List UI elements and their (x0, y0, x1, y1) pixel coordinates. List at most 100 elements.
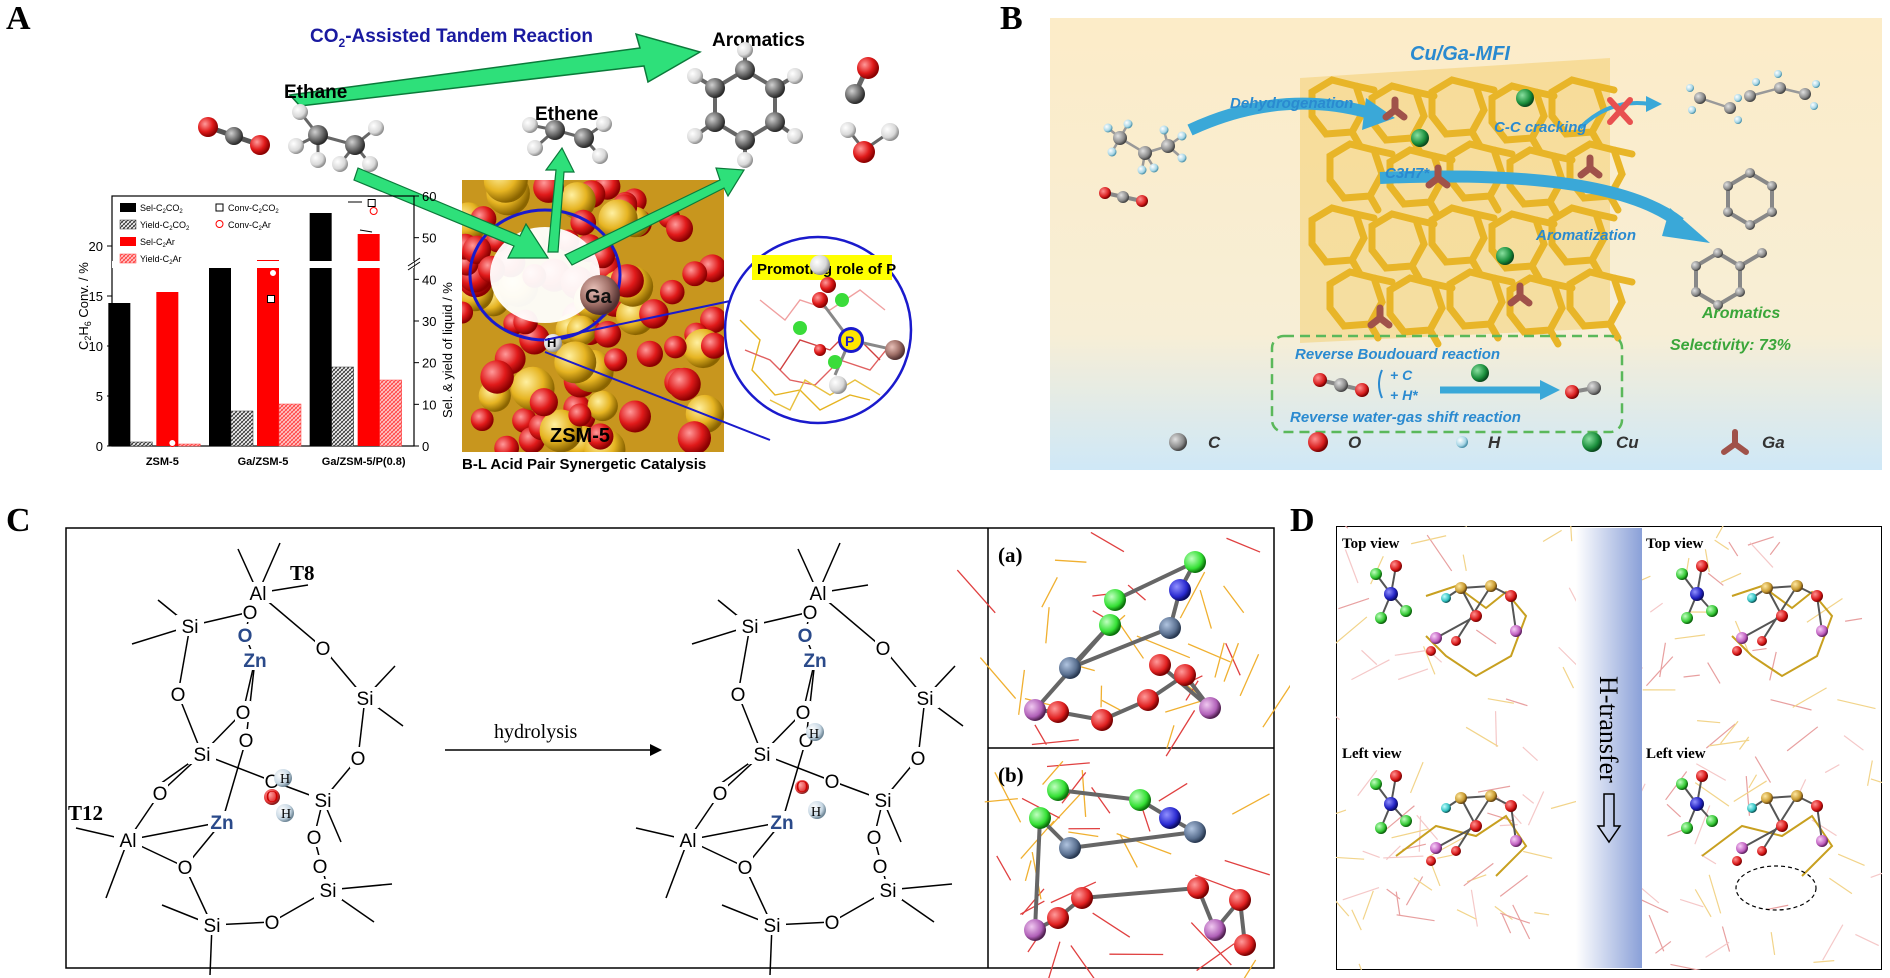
green-sphere-icon (1582, 432, 1602, 452)
label-left-view-left: Left view (1342, 746, 1402, 762)
bond-line (177, 625, 191, 695)
atom-o: O (867, 828, 882, 849)
framework-bond (1486, 192, 1502, 214)
framework-wire (1405, 876, 1424, 906)
bar-yield-c2ar (278, 403, 302, 447)
atom-bg (802, 601, 818, 622)
atom-sphere-icon (1059, 657, 1081, 679)
framework-ring (1326, 140, 1386, 202)
atom-o: O (265, 913, 280, 934)
framework-wire (1696, 763, 1727, 781)
axis-break (112, 261, 414, 268)
atom-sphere-icon (1091, 709, 1113, 731)
framework-wire (1396, 914, 1435, 922)
bar-yield-c2co2 (130, 441, 153, 447)
svg-text:Yield-C2CO2: Yield-C2CO2 (140, 220, 190, 232)
silicon-atom-icon (558, 182, 596, 219)
atom-bg (350, 747, 366, 768)
ga-site-icon (580, 275, 620, 315)
atom-sphere-icon (1761, 582, 1773, 594)
atom-sphere-icon (1430, 632, 1442, 644)
framework-ring (1446, 268, 1506, 330)
framework-bond (1606, 320, 1622, 342)
atom-bg (314, 879, 342, 900)
framework-wire (1018, 669, 1026, 715)
framework-wire (1824, 764, 1840, 774)
atom-sphere-icon (1505, 800, 1517, 812)
atom-sphere-icon (1776, 610, 1788, 622)
svg-text:Sel-C2Ar: Sel-C2Ar (140, 237, 175, 249)
y-tick-label-right: 0 (422, 439, 429, 454)
atom-sphere-icon (1104, 589, 1126, 611)
framework-wire (1655, 940, 1672, 954)
mfi-framework (1300, 58, 1636, 348)
atom-sphere-icon (1690, 797, 1704, 811)
framework-wire (1054, 559, 1087, 563)
framework-wire (1674, 634, 1706, 640)
atom-si: Si (357, 689, 374, 710)
atom-o: O (731, 685, 746, 706)
framework-ring (1386, 274, 1446, 336)
atom-bond (1033, 817, 1042, 931)
atom-sphere-icon (1169, 579, 1191, 601)
framework-wire (979, 657, 1017, 700)
arrow-aromatics-out-icon (564, 167, 746, 266)
chart-markers (168, 199, 378, 447)
atom-o: O (239, 731, 254, 752)
framework-wire (1739, 736, 1750, 750)
panel-a: CO2-Assisted Tandem Reaction Ethane Ethe… (76, 26, 913, 473)
framework-wire (1705, 941, 1730, 958)
atom-sphere-icon (1455, 582, 1467, 594)
atom-o: O (713, 784, 728, 805)
atom-bg (869, 789, 897, 810)
framework-wire (1024, 860, 1032, 882)
svg-text:Sel-C2CO2: Sel-C2CO2 (140, 203, 183, 215)
atom-sphere-icon (1736, 842, 1748, 854)
marker-conv-c2co2 (267, 295, 275, 303)
oxygen-atom-icon (480, 360, 514, 394)
framework-wire (1361, 649, 1378, 666)
label-cuga-mfi: Cu/Ga-MFI (1410, 43, 1510, 65)
framework-ring (1488, 82, 1548, 144)
atom-bg (152, 782, 168, 803)
propane-molecule-icon (1103, 119, 1187, 175)
framework-wire (1649, 602, 1663, 613)
label-ethene: Ethene (535, 104, 598, 125)
framework-wire (1394, 650, 1426, 656)
atom-sphere-icon (1681, 822, 1693, 834)
framework-wire (1362, 890, 1374, 920)
co2-molecule-icon (198, 117, 270, 155)
y-tick-label-right: 60 (422, 189, 436, 204)
framework-wire (1166, 725, 1175, 749)
atom-bg (312, 855, 328, 876)
framework-wire (1829, 877, 1853, 895)
label-plus-c: + C (1390, 367, 1413, 383)
framework-wire (1659, 642, 1667, 678)
panel-letter-c: C (6, 502, 31, 539)
framework-wire (1048, 941, 1061, 978)
framework-wire (1837, 853, 1865, 866)
atom-bg (351, 687, 379, 708)
atom-si: Si (880, 881, 897, 902)
atom-sphere-icon (1229, 889, 1251, 911)
legend-label-c: C (1208, 433, 1221, 452)
framework-wire (1708, 739, 1750, 747)
atom-sphere-icon (1732, 856, 1742, 866)
atom-sphere-icon (1199, 697, 1221, 719)
oxygen-atom-icon (664, 335, 687, 359)
atom-sphere-icon (1485, 790, 1497, 802)
oxygen-atom-icon (667, 367, 701, 401)
framework-wire (1127, 584, 1146, 601)
framework-wire (1344, 549, 1359, 584)
framework-wire (1384, 805, 1415, 831)
framework-wire (1470, 889, 1478, 927)
framework-ring (1308, 204, 1368, 266)
framework-wire (1342, 887, 1380, 901)
oxygen-atom-icon (636, 340, 663, 368)
framework-wire (1223, 585, 1245, 614)
atom-o: O (153, 784, 168, 805)
framework-wire (1870, 872, 1882, 879)
framework-ring (1506, 274, 1566, 336)
label-h-transfer: H-transfer (1594, 676, 1623, 783)
